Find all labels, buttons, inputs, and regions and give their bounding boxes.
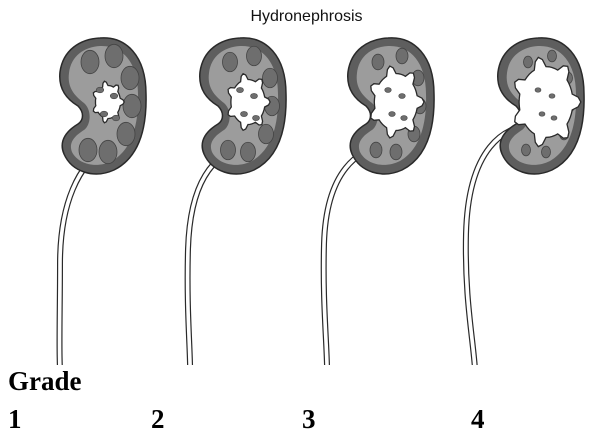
renal-papilla <box>399 94 406 99</box>
medullary-pyramid <box>221 140 236 160</box>
kidney-grade-3 <box>324 38 434 365</box>
renal-papilla <box>100 111 107 117</box>
renal-papilla <box>535 88 541 92</box>
renal-papilla <box>389 112 396 117</box>
grade-label: Grade <box>8 368 82 395</box>
kidney-grade-1 <box>60 38 147 365</box>
medullary-pyramid <box>524 56 533 68</box>
kidney-grade-4 <box>466 38 584 365</box>
medullary-pyramid <box>263 68 278 88</box>
grade-number-1: 1 <box>8 406 22 433</box>
renal-papilla <box>110 93 117 99</box>
medullary-pyramid <box>548 50 557 62</box>
medullary-pyramid <box>396 48 408 64</box>
ureter <box>60 146 109 365</box>
kidney-illustrations <box>0 0 613 365</box>
medullary-pyramid <box>105 44 123 67</box>
ureter-outline <box>324 146 396 365</box>
ureter-outline <box>60 146 109 365</box>
renal-papilla <box>241 111 248 116</box>
grade-number-2: 2 <box>151 406 165 433</box>
medullary-pyramid <box>117 122 135 145</box>
renal-papilla <box>551 116 557 120</box>
renal-papilla <box>549 94 555 98</box>
renal-papilla <box>251 93 258 98</box>
medullary-pyramid <box>99 140 117 163</box>
ureter <box>188 146 248 365</box>
medullary-pyramid <box>81 50 99 73</box>
medullary-pyramid <box>223 52 238 72</box>
grade-number-3: 3 <box>302 406 316 433</box>
medullary-pyramid <box>522 144 531 156</box>
medullary-pyramid <box>79 138 97 161</box>
medullary-pyramid <box>390 144 402 160</box>
renal-papilla <box>401 116 408 121</box>
grade-number-4: 4 <box>471 406 485 433</box>
renal-papilla <box>112 115 119 121</box>
medullary-pyramid <box>372 54 384 70</box>
medullary-pyramid <box>259 124 274 144</box>
medullary-pyramid <box>247 46 262 66</box>
ureter-outline <box>188 146 248 365</box>
medullary-pyramid <box>241 142 256 162</box>
renal-papilla <box>253 115 260 120</box>
medullary-pyramid <box>123 94 141 117</box>
medullary-pyramid <box>121 66 139 89</box>
medullary-pyramid <box>542 146 551 158</box>
kidney-grade-2 <box>188 38 286 365</box>
renal-papilla <box>237 87 244 92</box>
renal-papilla <box>385 88 392 93</box>
medullary-pyramid <box>370 142 382 158</box>
renal-papilla <box>539 112 545 116</box>
ureter <box>324 146 396 365</box>
renal-papilla <box>96 87 103 93</box>
